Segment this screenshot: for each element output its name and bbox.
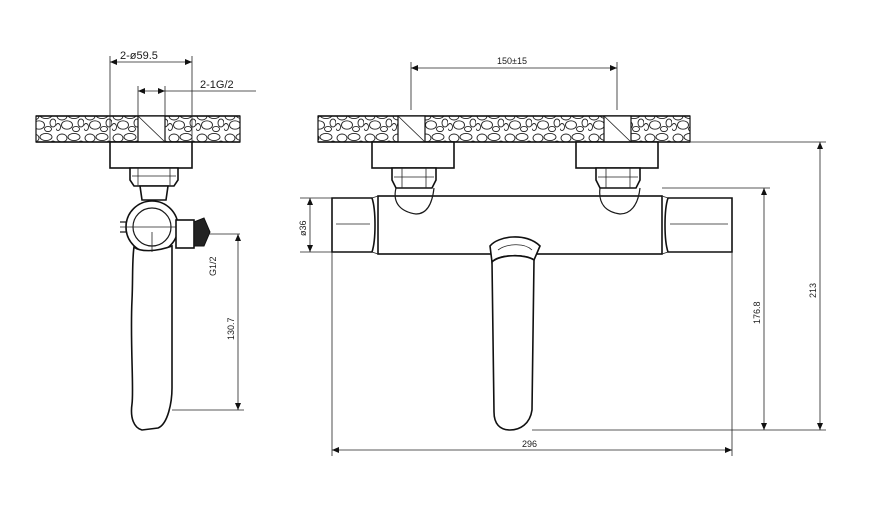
dim-side-pipe-spacing-label: 2-ø59.5 [120,50,158,62]
dim-side-outlet-thread: G1/2 [196,233,240,276]
dim-inlet-spacing: 150±15 [410,56,618,110]
dim-total-width: 296 [331,252,733,456]
dim-side-thread-label: 2-1G/2 [200,79,234,91]
dim-body-diameter: ø36 [298,197,332,253]
wall-section-front [317,115,691,143]
front-view: 150±15 ø36 176.8 213 296 [298,56,826,456]
dim-spout-height-label: 176.8 [752,301,762,324]
dim-side-height-label: 130.7 [226,317,236,340]
dim-total-height: 213 [658,141,826,431]
dim-side-thread: 2-1G/2 [137,79,256,116]
side-outlet-connector [175,217,211,249]
dim-total-width-label: 296 [522,439,537,449]
side-nut [129,167,179,187]
dim-side-outlet-thread-label: G1/2 [208,256,218,276]
side-escutcheon [109,141,193,169]
dim-inlet-spacing-label: 150±15 [497,56,527,66]
dim-side-pipe-spacing: 2-ø59.5 [109,50,193,142]
front-spout [489,236,541,431]
front-nut-left [391,167,437,189]
side-view: 2-ø59.5 2-1G/2 G1/2 130.7 [35,50,256,431]
dim-total-height-label: 213 [808,283,818,298]
wall-section-side [35,115,241,143]
side-spout [130,244,173,431]
front-escutcheon-left [371,141,455,169]
front-escutcheon-right [575,141,659,169]
dim-spout-height: 176.8 [532,187,770,431]
front-nut-right [595,167,641,189]
dim-body-diameter-label: ø36 [298,220,308,236]
dim-side-height: 130.7 [172,234,244,411]
